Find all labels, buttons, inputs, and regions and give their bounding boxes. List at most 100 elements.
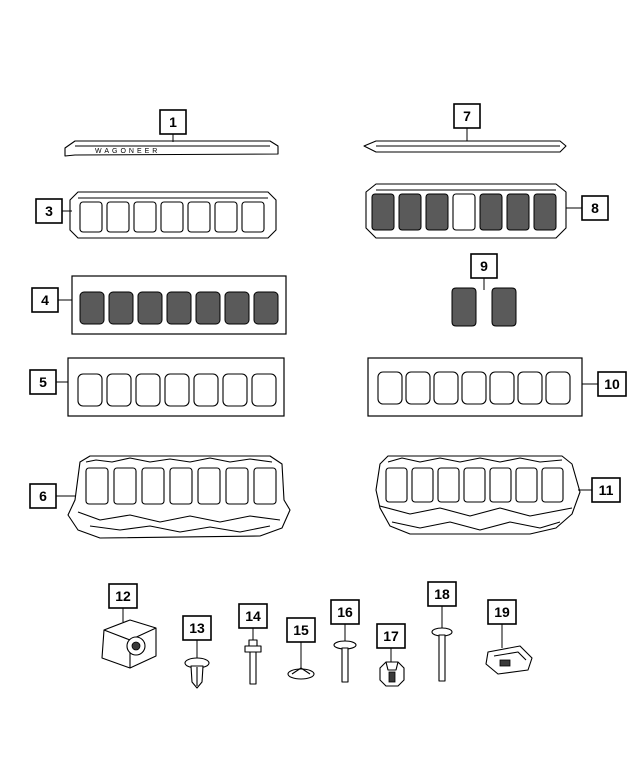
grille-mesh-slot <box>533 193 557 231</box>
surround-ring <box>77 373 103 407</box>
svg-text:9: 9 <box>480 258 488 274</box>
svg-text:4: 4 <box>41 292 49 308</box>
grille-mesh-slot <box>479 193 503 231</box>
surround-ring <box>251 373 277 407</box>
grille-slot <box>85 467 109 505</box>
grille-mesh-slot <box>425 193 449 231</box>
grille-slot <box>169 467 193 505</box>
svg-text:16: 16 <box>337 604 353 620</box>
callout-11[interactable]: 11 <box>591 477 621 503</box>
svg-text:15: 15 <box>293 622 309 638</box>
svg-text:17: 17 <box>383 628 399 644</box>
callout-17[interactable]: 17 <box>376 623 406 649</box>
mesh-insert <box>253 291 279 325</box>
grille-mesh-slot <box>506 193 530 231</box>
grille-slot <box>225 467 249 505</box>
part-1-badge-molding: WAGONEER <box>64 134 279 157</box>
grille-slot <box>489 467 512 503</box>
part-8-grille-assembly <box>365 183 582 239</box>
part-11-grille-reinforcement <box>375 455 592 535</box>
surround-ring <box>106 373 132 407</box>
part-10-surround-rings <box>367 357 598 417</box>
svg-text:6: 6 <box>39 488 47 504</box>
surround-ring <box>489 371 515 405</box>
part-12-camera <box>101 608 157 669</box>
grille-slot <box>411 467 434 503</box>
mesh-insert <box>108 291 134 325</box>
callout-10[interactable]: 10 <box>597 371 627 397</box>
svg-text:19: 19 <box>494 604 510 620</box>
badge-lettering: WAGONEER <box>95 148 160 155</box>
mesh-insert <box>195 291 221 325</box>
surround-ring <box>545 371 571 405</box>
svg-text:10: 10 <box>604 376 620 392</box>
callout-4[interactable]: 4 <box>31 287 59 313</box>
grille-slot <box>113 467 137 505</box>
surround-ring <box>517 371 543 405</box>
grille-slot <box>515 467 538 503</box>
part-14-bolt <box>244 628 262 685</box>
callout-16[interactable]: 16 <box>330 599 360 625</box>
grille-mesh-slot <box>371 193 395 231</box>
callout-18[interactable]: 18 <box>427 581 457 607</box>
callout-9[interactable]: 9 <box>470 253 498 279</box>
grille-slot <box>106 201 130 233</box>
part-15-clip <box>287 642 315 680</box>
surround-ring <box>222 373 248 407</box>
mesh-insert <box>166 291 192 325</box>
grille-slot <box>141 467 165 505</box>
grille-slot <box>214 201 238 233</box>
grille-slot <box>463 467 486 503</box>
grille-slot <box>160 201 184 233</box>
callout-19[interactable]: 19 <box>487 599 517 625</box>
grille-slot <box>437 467 460 503</box>
grille-slot <box>253 467 277 505</box>
part-13-push-pin <box>184 640 210 689</box>
grille-slot <box>197 467 221 505</box>
svg-text:12: 12 <box>115 588 131 604</box>
grille-slot <box>187 201 211 233</box>
callout-7[interactable]: 7 <box>453 103 481 129</box>
svg-text:3: 3 <box>45 203 53 219</box>
callout-13[interactable]: 13 <box>182 615 212 641</box>
callout-12[interactable]: 12 <box>108 583 138 609</box>
surround-ring <box>193 373 219 407</box>
part-9-side-mesh-inserts <box>451 278 517 327</box>
part-16-screw <box>333 624 357 683</box>
surround-ring <box>135 373 161 407</box>
svg-text:11: 11 <box>599 482 614 498</box>
callout-6[interactable]: 6 <box>29 483 57 509</box>
grille-mesh-slot <box>398 193 422 231</box>
callout-1[interactable]: 1 <box>159 109 187 135</box>
part-6-grille-reinforcement <box>56 455 291 539</box>
part-7-upper-molding <box>363 128 567 153</box>
grille-slot <box>133 201 157 233</box>
mesh-insert <box>79 291 105 325</box>
svg-text:7: 7 <box>463 108 471 124</box>
part-5-surround-rings <box>56 357 285 417</box>
svg-text:8: 8 <box>591 200 599 216</box>
grille-mesh-slot <box>452 193 476 231</box>
svg-text:14: 14 <box>245 608 261 624</box>
part-18-long-bolt <box>431 606 453 682</box>
callout-15[interactable]: 15 <box>286 617 316 643</box>
surround-ring <box>164 373 190 407</box>
svg-text:5: 5 <box>39 374 47 390</box>
callout-3[interactable]: 3 <box>35 198 63 224</box>
callout-14[interactable]: 14 <box>238 603 268 629</box>
surround-ring <box>461 371 487 405</box>
surround-ring <box>433 371 459 405</box>
part-19-bracket <box>485 624 533 675</box>
part-4-mesh-inserts <box>58 275 287 335</box>
grille-slot <box>385 467 408 503</box>
mesh-insert <box>224 291 250 325</box>
part-3-upper-grille <box>62 191 277 239</box>
grille-slot <box>79 201 103 233</box>
callout-5[interactable]: 5 <box>29 369 57 395</box>
surround-ring <box>405 371 431 405</box>
mesh-insert <box>137 291 163 325</box>
callout-8[interactable]: 8 <box>581 195 609 221</box>
part-17-nut-retainer <box>379 648 405 687</box>
grille-slot <box>541 467 564 503</box>
